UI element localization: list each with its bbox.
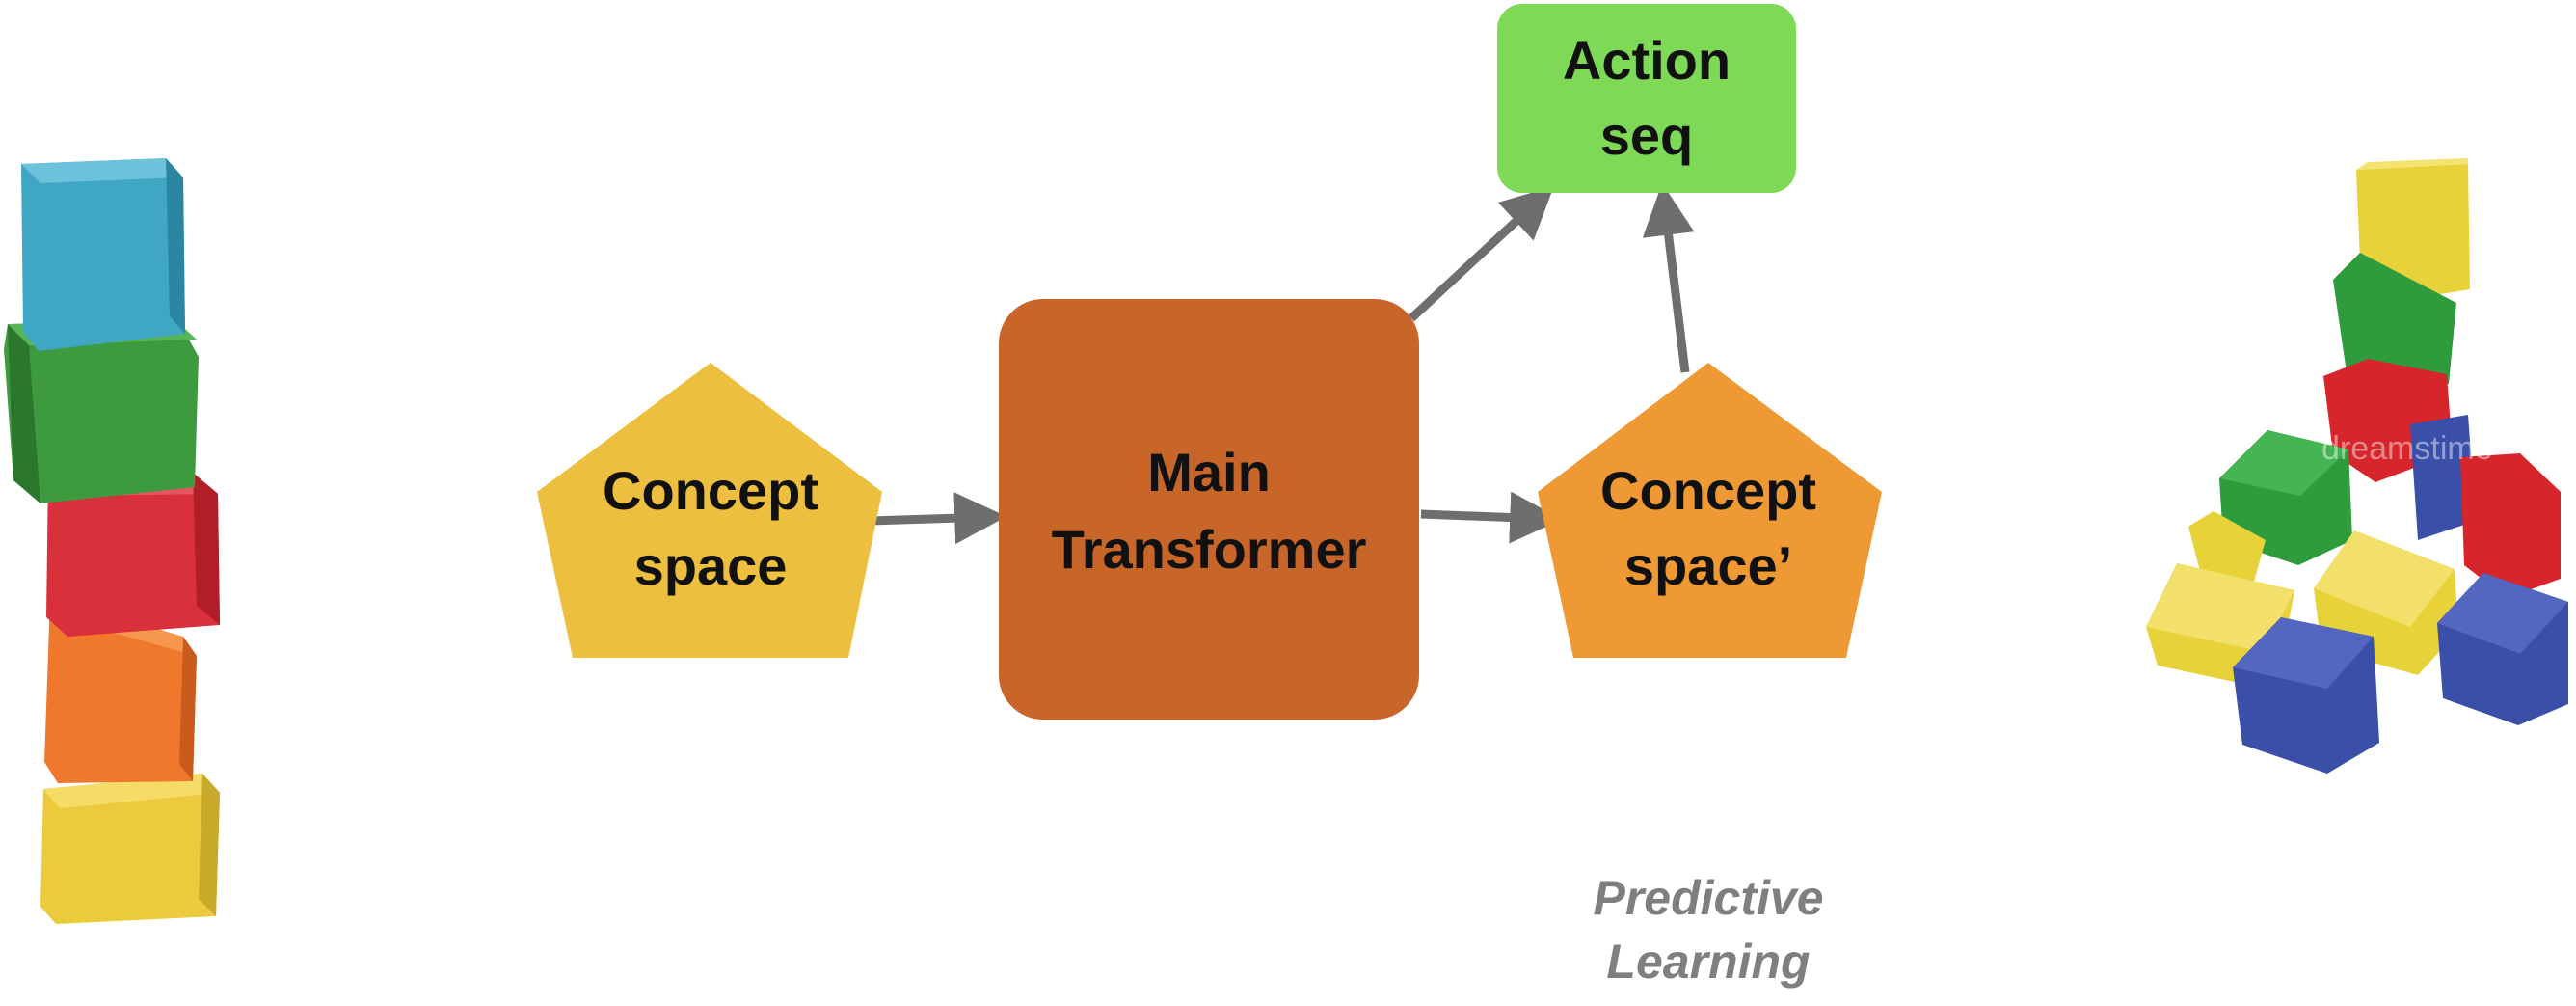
block-top (2146, 563, 2294, 652)
block-face (2188, 511, 2266, 588)
block-top (2219, 430, 2348, 496)
blue-block (2437, 573, 2568, 725)
pentagon-shape (1538, 363, 1882, 658)
action-label-line2: seq (1600, 105, 1694, 166)
blue-block (2233, 617, 2379, 774)
predictive-learning-caption: Predictive Learning (1593, 871, 1823, 989)
block-side (179, 637, 197, 781)
block-face (40, 774, 220, 924)
red-block (2460, 453, 2561, 598)
concept-space-prime-node: Concept space’ (1538, 363, 1882, 658)
green-block (2219, 430, 2352, 565)
transformer-label-line2: Transformer (1052, 519, 1367, 580)
caption-line1: Predictive (1593, 871, 1823, 925)
concept-space-prime-label-line1: Concept (1600, 460, 1816, 521)
block-top (2233, 617, 2374, 689)
pentagon-shape (537, 363, 882, 658)
yellow-block (2188, 511, 2266, 588)
block-side (193, 473, 220, 625)
block-side (8, 324, 40, 503)
green-block (4, 318, 199, 503)
yellow-block (40, 774, 220, 924)
watermark-text: dreamstime (2321, 430, 2493, 467)
arrow-concept-out-to-action (1642, 182, 1695, 373)
block-face (2410, 415, 2476, 540)
block-side (166, 158, 185, 334)
action-seq-node: Action seq (1497, 4, 1796, 193)
block-face (2460, 453, 2561, 598)
block-top (43, 774, 220, 808)
arrows (869, 182, 1695, 545)
block-side (199, 774, 220, 916)
arrow-transformer-to-concept-out (1420, 491, 1563, 544)
blue-block (2410, 415, 2476, 540)
concept-space-label-line2: space (634, 535, 788, 596)
block-face (46, 473, 220, 637)
block-top (2437, 573, 2568, 654)
blue-block (21, 158, 185, 351)
block-top (2314, 530, 2455, 627)
stacked-blocks-tower-image (4, 158, 220, 924)
green-block (2333, 253, 2456, 386)
collapsed-blocks-pile-image: dreamstime (2146, 158, 2568, 774)
transformer-label-line1: Main (1147, 442, 1271, 503)
arrow-concept-to-transformer (869, 492, 1007, 545)
transformer-box (999, 299, 1419, 720)
block-top (21, 158, 183, 183)
main-transformer-node: Main Transformer (999, 299, 1419, 720)
block-top (2356, 158, 2468, 170)
concept-space-label-line1: Concept (603, 460, 818, 521)
action-box (1497, 4, 1796, 193)
block-face (4, 324, 199, 503)
action-label-line1: Action (1563, 30, 1731, 91)
block-face (2333, 253, 2456, 386)
block-face (21, 158, 185, 351)
concept-space-prime-label-line2: space’ (1624, 535, 1792, 596)
concept-space-node: Concept space (537, 363, 882, 658)
caption-line2: Learning (1606, 935, 1810, 989)
arrow-transformer-to-action (1408, 185, 1554, 322)
